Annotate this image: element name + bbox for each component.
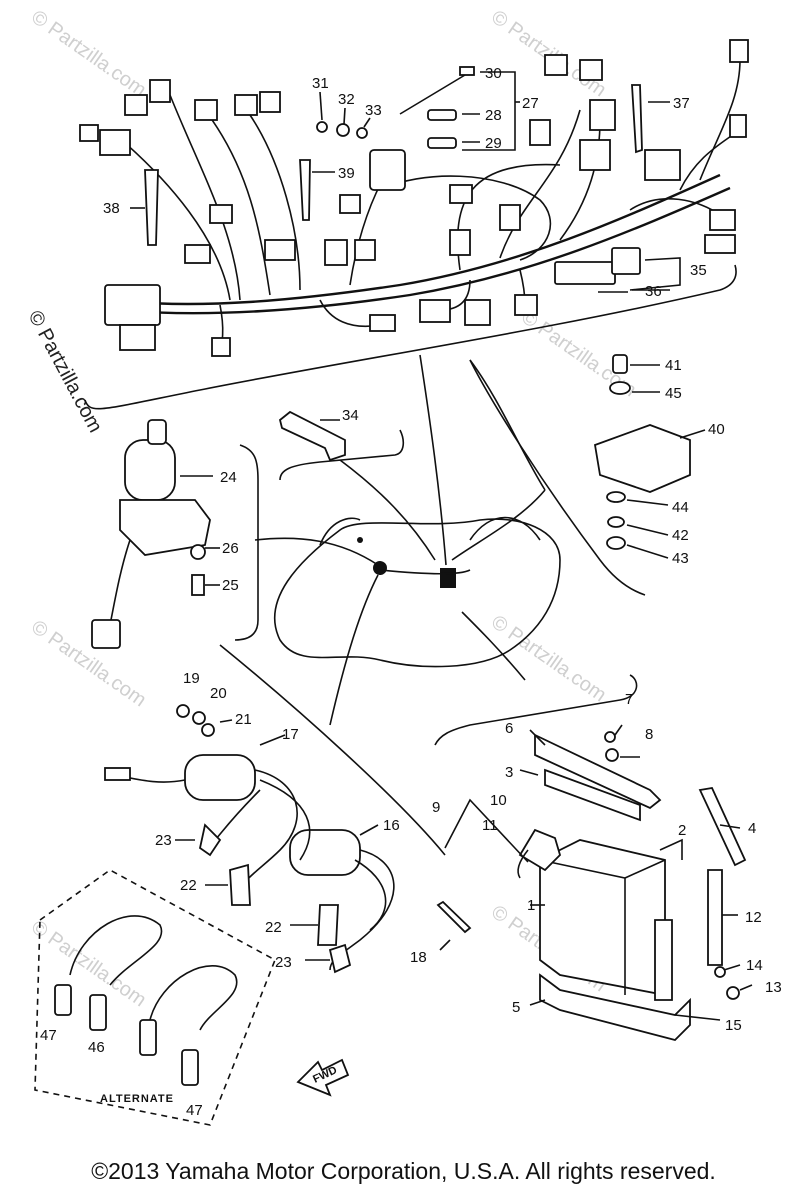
callout-42: 42 [672, 527, 689, 544]
copyright-notice: ©2013 Yamaha Motor Corporation, U.S.A. A… [91, 1158, 716, 1184]
watermark-vertical: © Partzilla.com [24, 307, 107, 436]
watermark: © Partzilla.com [27, 6, 150, 101]
callout-6: 6 [505, 720, 513, 737]
callout-47b: 47 [186, 1102, 203, 1119]
callout-30: 30 [485, 65, 502, 82]
callout-5: 5 [512, 999, 520, 1016]
callout-26: 26 [222, 540, 239, 557]
callout-2: 2 [678, 822, 686, 839]
callout-40: 40 [708, 421, 725, 438]
callout-18: 18 [410, 949, 427, 966]
callout-14: 14 [746, 957, 763, 974]
callout-15: 15 [725, 1017, 742, 1034]
alternate-parts-group: ALTERNATE [34, 869, 277, 1126]
callout-4: 4 [748, 820, 756, 837]
callout-32: 32 [338, 91, 355, 108]
alternate-label: ALTERNATE [100, 1093, 174, 1105]
callout-8: 8 [645, 726, 653, 743]
callout-29: 29 [485, 135, 502, 152]
callout-24: 24 [220, 469, 237, 486]
callout-45: 45 [665, 385, 682, 402]
group-brackets [219, 359, 646, 856]
callout-33: 33 [365, 102, 382, 119]
callout-16: 16 [383, 817, 400, 834]
callout-43: 43 [672, 550, 689, 567]
ignition-coil-group [104, 704, 472, 974]
callout-20: 20 [210, 685, 227, 702]
watermark: © Partzilla.com [27, 616, 150, 711]
callout-labels: 1 2 3 4 5 6 7 8 9 10 11 12 13 14 15 16 1… [40, 65, 782, 1119]
callout-39: 39 [338, 165, 355, 182]
callout-11: 11 [482, 817, 498, 834]
callout-47a: 47 [40, 1027, 57, 1044]
watermark: © Partzilla.com [487, 6, 610, 101]
callout-3: 3 [505, 764, 513, 781]
callout-31: 31 [312, 75, 329, 92]
callout-23a: 23 [155, 832, 172, 849]
callout-23b: 23 [275, 954, 292, 971]
callout-13: 13 [765, 979, 782, 996]
rectifier-regulator-group [593, 354, 706, 559]
main-switch-group [91, 419, 220, 649]
callout-46: 46 [88, 1039, 105, 1056]
callout-44: 44 [672, 499, 689, 516]
motorcycle-outline [254, 354, 561, 726]
callout-41: 41 [665, 357, 682, 374]
callout-7: 7 [625, 691, 633, 708]
callout-34: 34 [342, 407, 359, 424]
callout-36: 36 [645, 283, 662, 300]
electrical-parts-diagram: © Partzilla.com © Partzilla.com © Partzi… [24, 6, 782, 1126]
callout-28: 28 [485, 107, 502, 124]
callout-25: 25 [222, 577, 239, 594]
callout-17: 17 [282, 726, 299, 743]
callout-19: 19 [183, 670, 200, 687]
callout-27: 27 [522, 95, 539, 112]
callout-12: 12 [745, 909, 762, 926]
callout-22a: 22 [180, 877, 197, 894]
callout-10: 10 [490, 792, 507, 809]
callout-38: 38 [103, 200, 120, 217]
callout-9: 9 [432, 799, 440, 816]
callout-22b: 22 [265, 919, 282, 936]
leader-lines [130, 71, 681, 291]
callout-21: 21 [235, 711, 252, 728]
forward-arrow: FWD [296, 1058, 350, 1097]
wire-harness-assembly [79, 39, 749, 410]
callout-37: 37 [673, 95, 690, 112]
callout-1: 1 [527, 897, 535, 914]
bracket-34 [278, 410, 346, 462]
callout-35: 35 [690, 262, 707, 279]
battery-group [444, 724, 753, 1042]
